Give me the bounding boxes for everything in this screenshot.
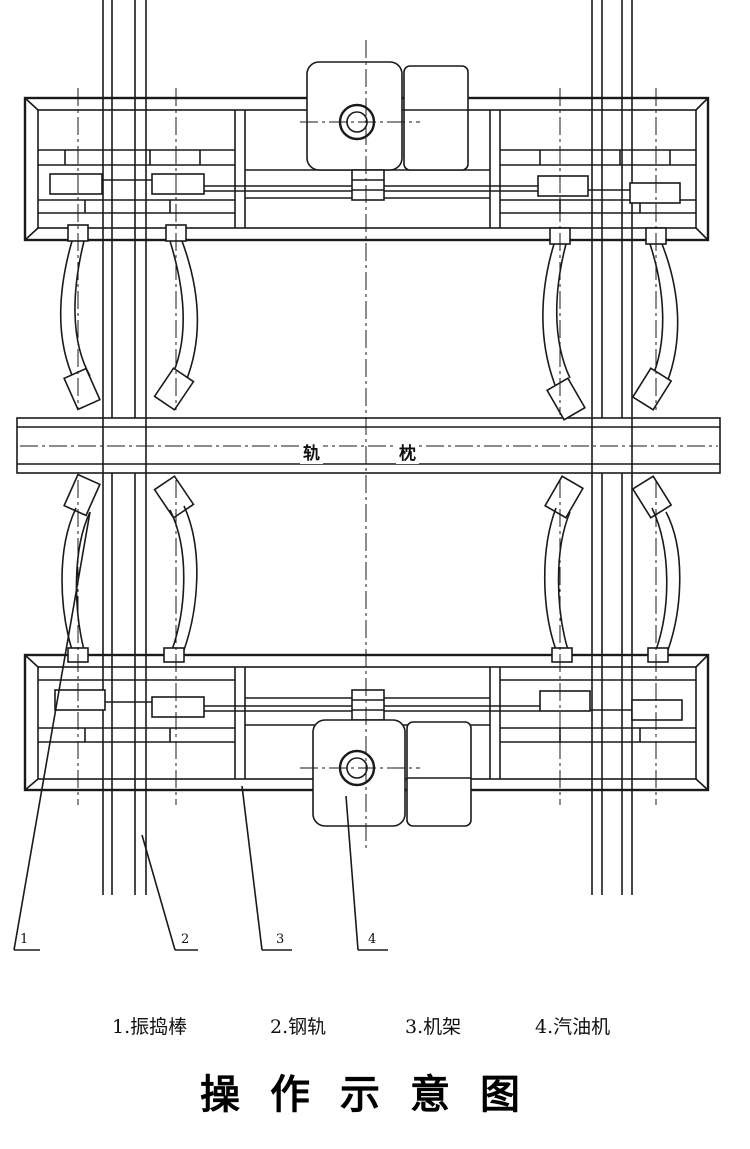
callout-2: 2 [181,932,190,947]
sleeper-label-rail: 轨 [300,439,323,464]
diagram-caption: 操作示意图 [200,1072,550,1118]
engine-bottom [300,689,472,827]
sleeper-label-sleeper: 枕 [396,439,419,464]
leader-lines [13,511,388,951]
legend-item-vibrator-rod: 1.振捣棒 [112,1016,188,1038]
vibrator-rods-lower [61,473,681,663]
center-lines [77,40,657,850]
callout-4: 4 [368,932,377,947]
engine-top [300,61,469,201]
sleeper [16,417,721,474]
callout-1: 1 [20,932,29,947]
callout-3: 3 [276,932,285,947]
legend-item-frame: 3.机架 [405,1016,462,1038]
legend-item-steel-rail: 2.钢轨 [270,1016,327,1038]
legend-item-gasoline-engine: 4.汽油机 [535,1016,611,1038]
vibrator-rods-upper [60,224,679,421]
